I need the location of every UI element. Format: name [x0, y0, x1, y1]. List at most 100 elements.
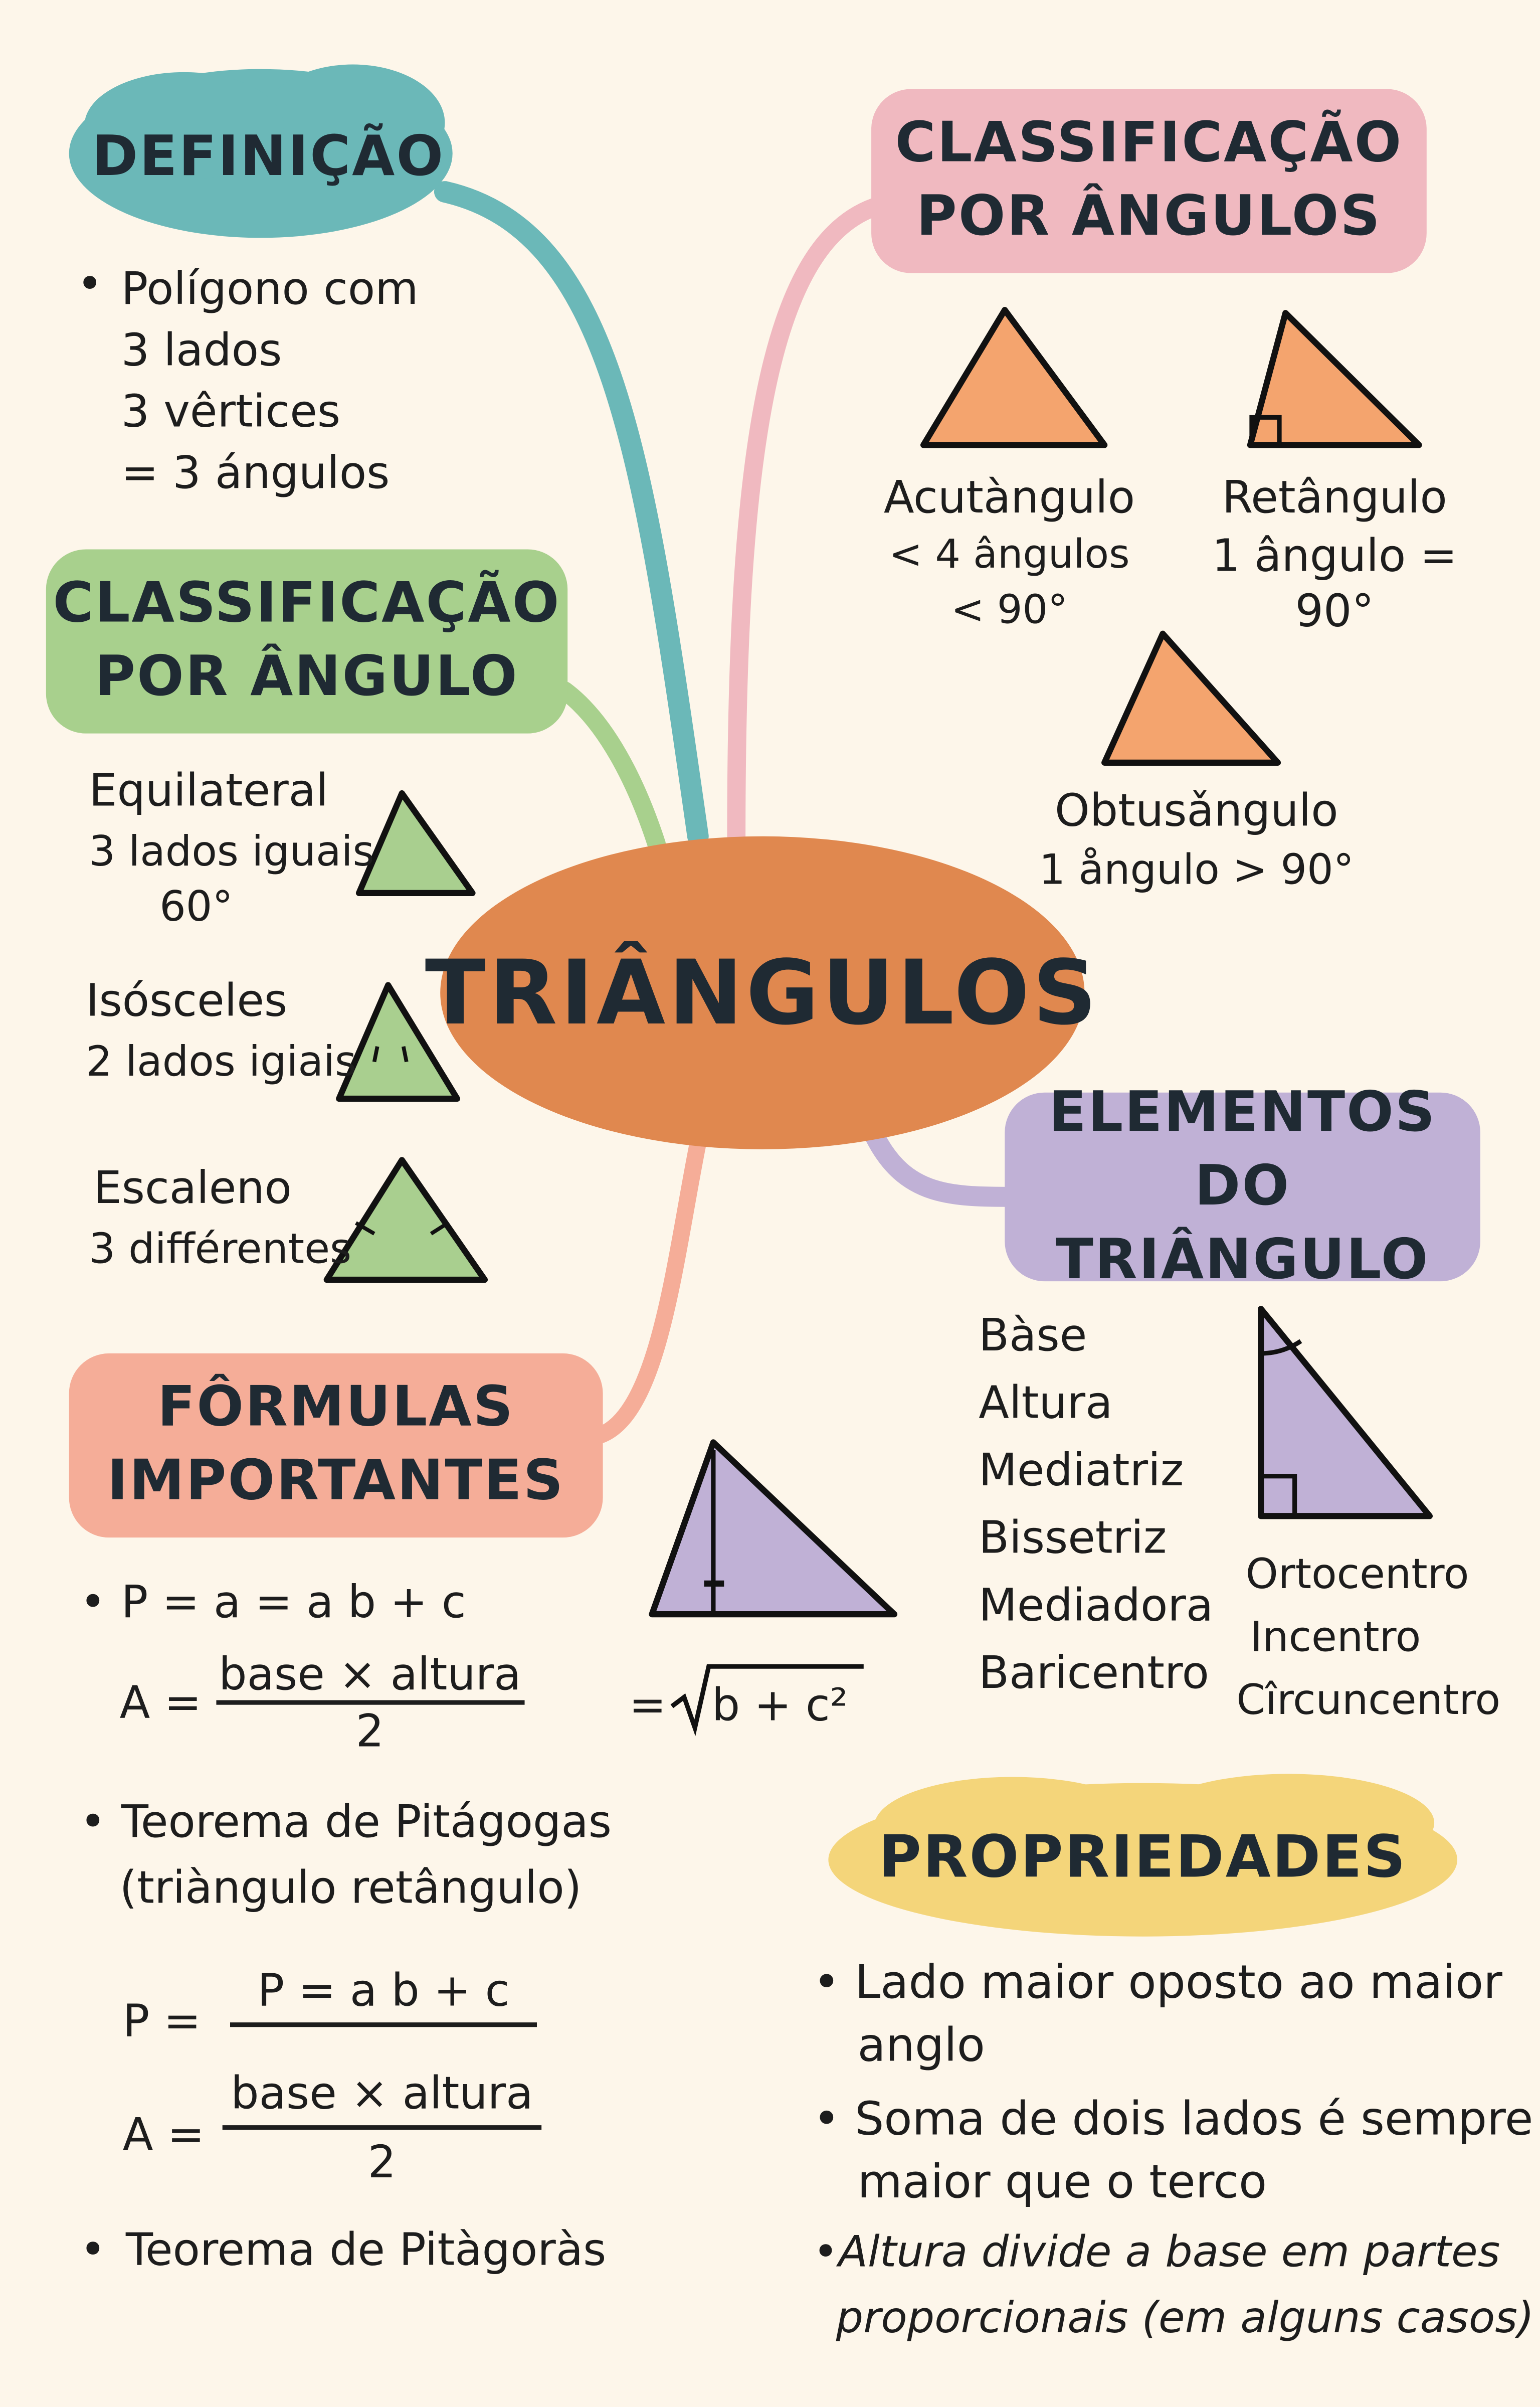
- equilateral-angle: 60°: [159, 884, 233, 932]
- prop-line: Lado maior oposto ao maior: [855, 1956, 1502, 2010]
- acute-triangle-icon: [920, 306, 1108, 448]
- element-item: Mediatriz: [979, 1444, 1184, 1496]
- equilateral-name: Equilateral: [89, 764, 328, 816]
- elementos-box: [1005, 1092, 1480, 1282]
- pitagoras-title: Teorema de Pitágogas: [121, 1795, 612, 1848]
- title-line: CLASSIFICAÇÃO: [895, 112, 1403, 175]
- isosceles-name: Isósceles: [86, 974, 288, 1027]
- altitude-triangle-icon: [649, 1439, 898, 1618]
- prop-line: proporcionais (em alguns casos): [836, 2292, 1534, 2343]
- element-item: Altura: [979, 1376, 1113, 1429]
- scalene-triangle-icon: [323, 1157, 488, 1283]
- center-ellipse: [440, 836, 1085, 1149]
- title-line: IMPORTANTES: [107, 1450, 565, 1513]
- pitagoras-subtitle: (triàngulo retângulo): [119, 1861, 582, 1914]
- perimeter-bullet: •: [80, 1576, 106, 1628]
- right-name: Retângulo: [1222, 471, 1447, 524]
- propriedades-title: PROPRIEDADES: [878, 1823, 1407, 1890]
- definicao-text: Polígono com 3 lados 3 vêrtices = 3 ángu…: [121, 258, 419, 503]
- acute-desc: < 4 ângulos: [889, 532, 1130, 579]
- area-numerator: base × altura: [216, 1648, 524, 1705]
- isosceles-desc: 2 lados igiais: [86, 1039, 357, 1087]
- elementos-list: Bàse Altura Mediatriz Bissetriz Mediador…: [979, 1301, 1213, 1706]
- formulas-title: FÔRMULAS IMPORTANTES: [69, 1369, 603, 1522]
- prop-line: Soma de dois lados é sempre: [855, 2093, 1533, 2147]
- center-item: Ortocentro: [1245, 1551, 1469, 1599]
- scalene-desc: 3 différentes: [89, 1226, 352, 1274]
- propriedade-item: •Altura divide a base em partes proporci…: [813, 2219, 1534, 2351]
- connector-elementos: [864, 1125, 1026, 1207]
- obtuse-label: Obtusǎngulo 1 ångulo > 90°: [1013, 779, 1381, 902]
- obtuse-name: Obtusǎngulo: [1054, 784, 1338, 836]
- definicao-title: DEFINIÇÃO: [92, 125, 445, 189]
- center-item: Incentro: [1250, 1614, 1421, 1662]
- right-desc: 90°: [1295, 584, 1374, 637]
- obtuse-triangle-icon: [1101, 630, 1281, 766]
- prop-line: Altura divide a base em partes: [838, 2226, 1500, 2278]
- connector-angulos: [727, 198, 884, 846]
- right-triangle-elements-icon: [1258, 1306, 1433, 1519]
- acute-name: Acutàngulo: [883, 471, 1135, 524]
- sqrt-prefix: =: [629, 1678, 666, 1731]
- prop-line: maior que o terco: [857, 2156, 1267, 2210]
- title-line: POR ÂNGULO: [95, 646, 519, 709]
- definicao-line: 3 lados: [121, 323, 282, 376]
- definicao-line: = 3 ángulos: [121, 446, 390, 499]
- title-line: POR ÂNGULOS: [916, 186, 1382, 249]
- definicao-bullet: •: [77, 258, 103, 310]
- propriedade-item: • Lado maior oposto ao maior anglo: [813, 1952, 1502, 2078]
- p2-lhs: P =: [122, 1995, 201, 2047]
- pitagoras2-bullet: •: [80, 2223, 106, 2276]
- obtuse-desc: 1 ångulo > 90°: [1039, 847, 1354, 895]
- area-denominator: 2: [355, 1704, 384, 1757]
- element-item: Mediadora: [979, 1579, 1214, 1631]
- sqrt-icon: [670, 1664, 864, 1737]
- right-triangle-icon: [1247, 310, 1422, 448]
- connector-formulas: [593, 1134, 707, 1443]
- isosceles-triangle-icon: [336, 982, 460, 1102]
- angulos-box: [871, 89, 1427, 273]
- elementos-title: ELEMENTOS DO TRIÂNGULO: [1005, 1082, 1480, 1292]
- connector-lados: [555, 681, 666, 853]
- element-item: Baricentro: [979, 1646, 1209, 1699]
- sqrt-body: b + c²: [711, 1678, 848, 1731]
- acute-label: Acutàngulo < 4 ângulos < 90°: [856, 468, 1163, 637]
- formulas-box: [69, 1353, 603, 1538]
- definicao-cloud: [69, 64, 453, 238]
- prop-line: anglo: [857, 2019, 985, 2074]
- perimeter-formula: P = a = a b + c: [121, 1576, 466, 1628]
- element-item: Bàse: [979, 1309, 1087, 1361]
- a2-lhs: A =: [122, 2108, 205, 2161]
- title-line: CLASSIFICAÇÃO: [53, 572, 561, 635]
- angulos-title: CLASSIFICAÇÃO POR ÂNGULOS: [871, 104, 1427, 258]
- pitagoras2-title: Teorema de Pitàgoràs: [125, 2223, 607, 2276]
- scalene-name: Escaleno: [93, 1161, 292, 1214]
- a2-denominator: 2: [367, 2136, 397, 2188]
- equilateral-triangle-icon: [355, 790, 476, 897]
- title-line: DO TRIÂNGULO: [1055, 1155, 1430, 1292]
- area-lhs: A =: [119, 1676, 202, 1729]
- center-item: Cîrcuncentro: [1236, 1677, 1501, 1725]
- right-label: Retângulo 1 ângulo = 90°: [1181, 468, 1488, 637]
- definicao-line: Polígono com: [121, 262, 419, 315]
- title-line: ELEMENTOS: [1048, 1082, 1437, 1145]
- center-title: TRIÂNGULOS: [425, 940, 1100, 1045]
- element-item: Bissetriz: [979, 1511, 1167, 1564]
- acute-desc: < 90°: [950, 587, 1068, 634]
- lados-title: CLASSIFICAÇÃO POR ÂNGULO: [46, 565, 567, 718]
- right-desc: 1 ângulo =: [1212, 529, 1457, 582]
- connector-definicao: [434, 181, 709, 847]
- propriedades-cloud: [828, 1774, 1457, 1937]
- lados-box: [46, 549, 568, 734]
- equilateral-desc: 3 lados iguais: [89, 828, 374, 877]
- title-line: FÔRMULAS: [157, 1376, 515, 1440]
- propriedade-item: • Soma de dois lados é sempre maior que …: [813, 2089, 1533, 2214]
- pitagoras-bullet: •: [80, 1795, 106, 1848]
- a2-numerator: base × altura: [222, 2067, 542, 2130]
- p2-numerator: P = a b + c: [230, 1964, 537, 2027]
- definicao-line: 3 vêrtices: [121, 385, 341, 438]
